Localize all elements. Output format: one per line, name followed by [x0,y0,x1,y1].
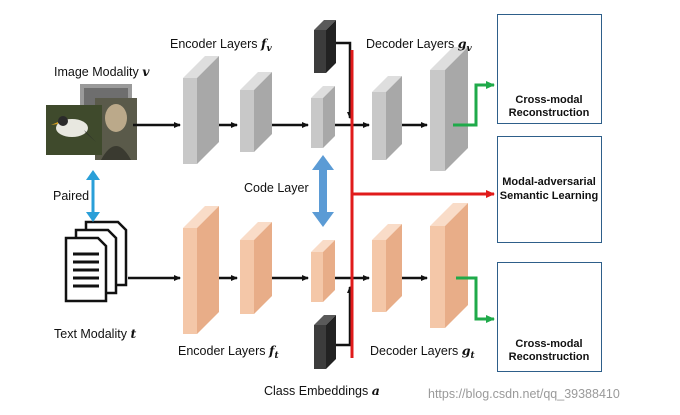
decoder-layers-bottom-label: Decoder Layers gt [370,343,475,361]
green-output-arrows [453,81,495,323]
encoder-layers-bottom-label: Encoder Layers ft [178,343,279,361]
text-encoder-layer-1 [183,206,219,334]
class-embeddings-label: Class Embeddings a [264,383,380,398]
image-decoder-layer-2 [430,47,468,171]
middle-panel-title-line1: Modal-adversarial [502,176,596,188]
code-layer-arrow [312,155,334,227]
bottom-panel-title-line2: Reconstruction [508,351,590,363]
cross-modal-reconstruction-panel-bottom [497,262,602,372]
text-decoder-layer-2 [430,203,468,328]
text-flow-arrows [128,275,428,347]
paired-label: Paired [53,189,90,203]
text-modality-label: Text Modality t [54,326,137,341]
image-flow-arrows [133,41,428,128]
image-encoder-layer-1 [183,56,219,164]
adversarial-red-path [350,50,495,358]
image-modality-label: Image Modality v [54,64,150,79]
image-class-embedding-layer [314,20,336,73]
top-panel-title-line1: Cross-modal [515,94,583,106]
cross-modal-reconstruction-panel-top [497,14,602,124]
watermark-url: https://blog.csdn.net/qq_39388410 [428,387,620,401]
text-class-embedding-layer [314,315,336,369]
image-encoder-layer-2 [240,72,272,152]
text-encoder-layer-2 [240,222,272,314]
image-decoder-layer-1 [372,76,402,160]
encoder-layers-top-label: Encoder Layers fv [170,36,272,54]
bottom-panel-title-line1: Cross-modal [515,338,583,350]
text-decoder-layer-1 [372,224,402,312]
decoder-layers-top-label: Decoder Layers gv [366,36,472,54]
modal-adversarial-panel [497,136,602,243]
code-layer-label: Code Layer [244,181,309,195]
text-document-icon [64,220,128,303]
image-modality-icon [46,84,137,160]
paired-arrow [86,170,100,222]
text-code-layer [311,240,335,302]
image-code-layer [311,86,335,148]
middle-panel-title-line2: Semantic Learning [499,190,599,202]
top-panel-title-line2: Reconstruction [508,107,590,119]
